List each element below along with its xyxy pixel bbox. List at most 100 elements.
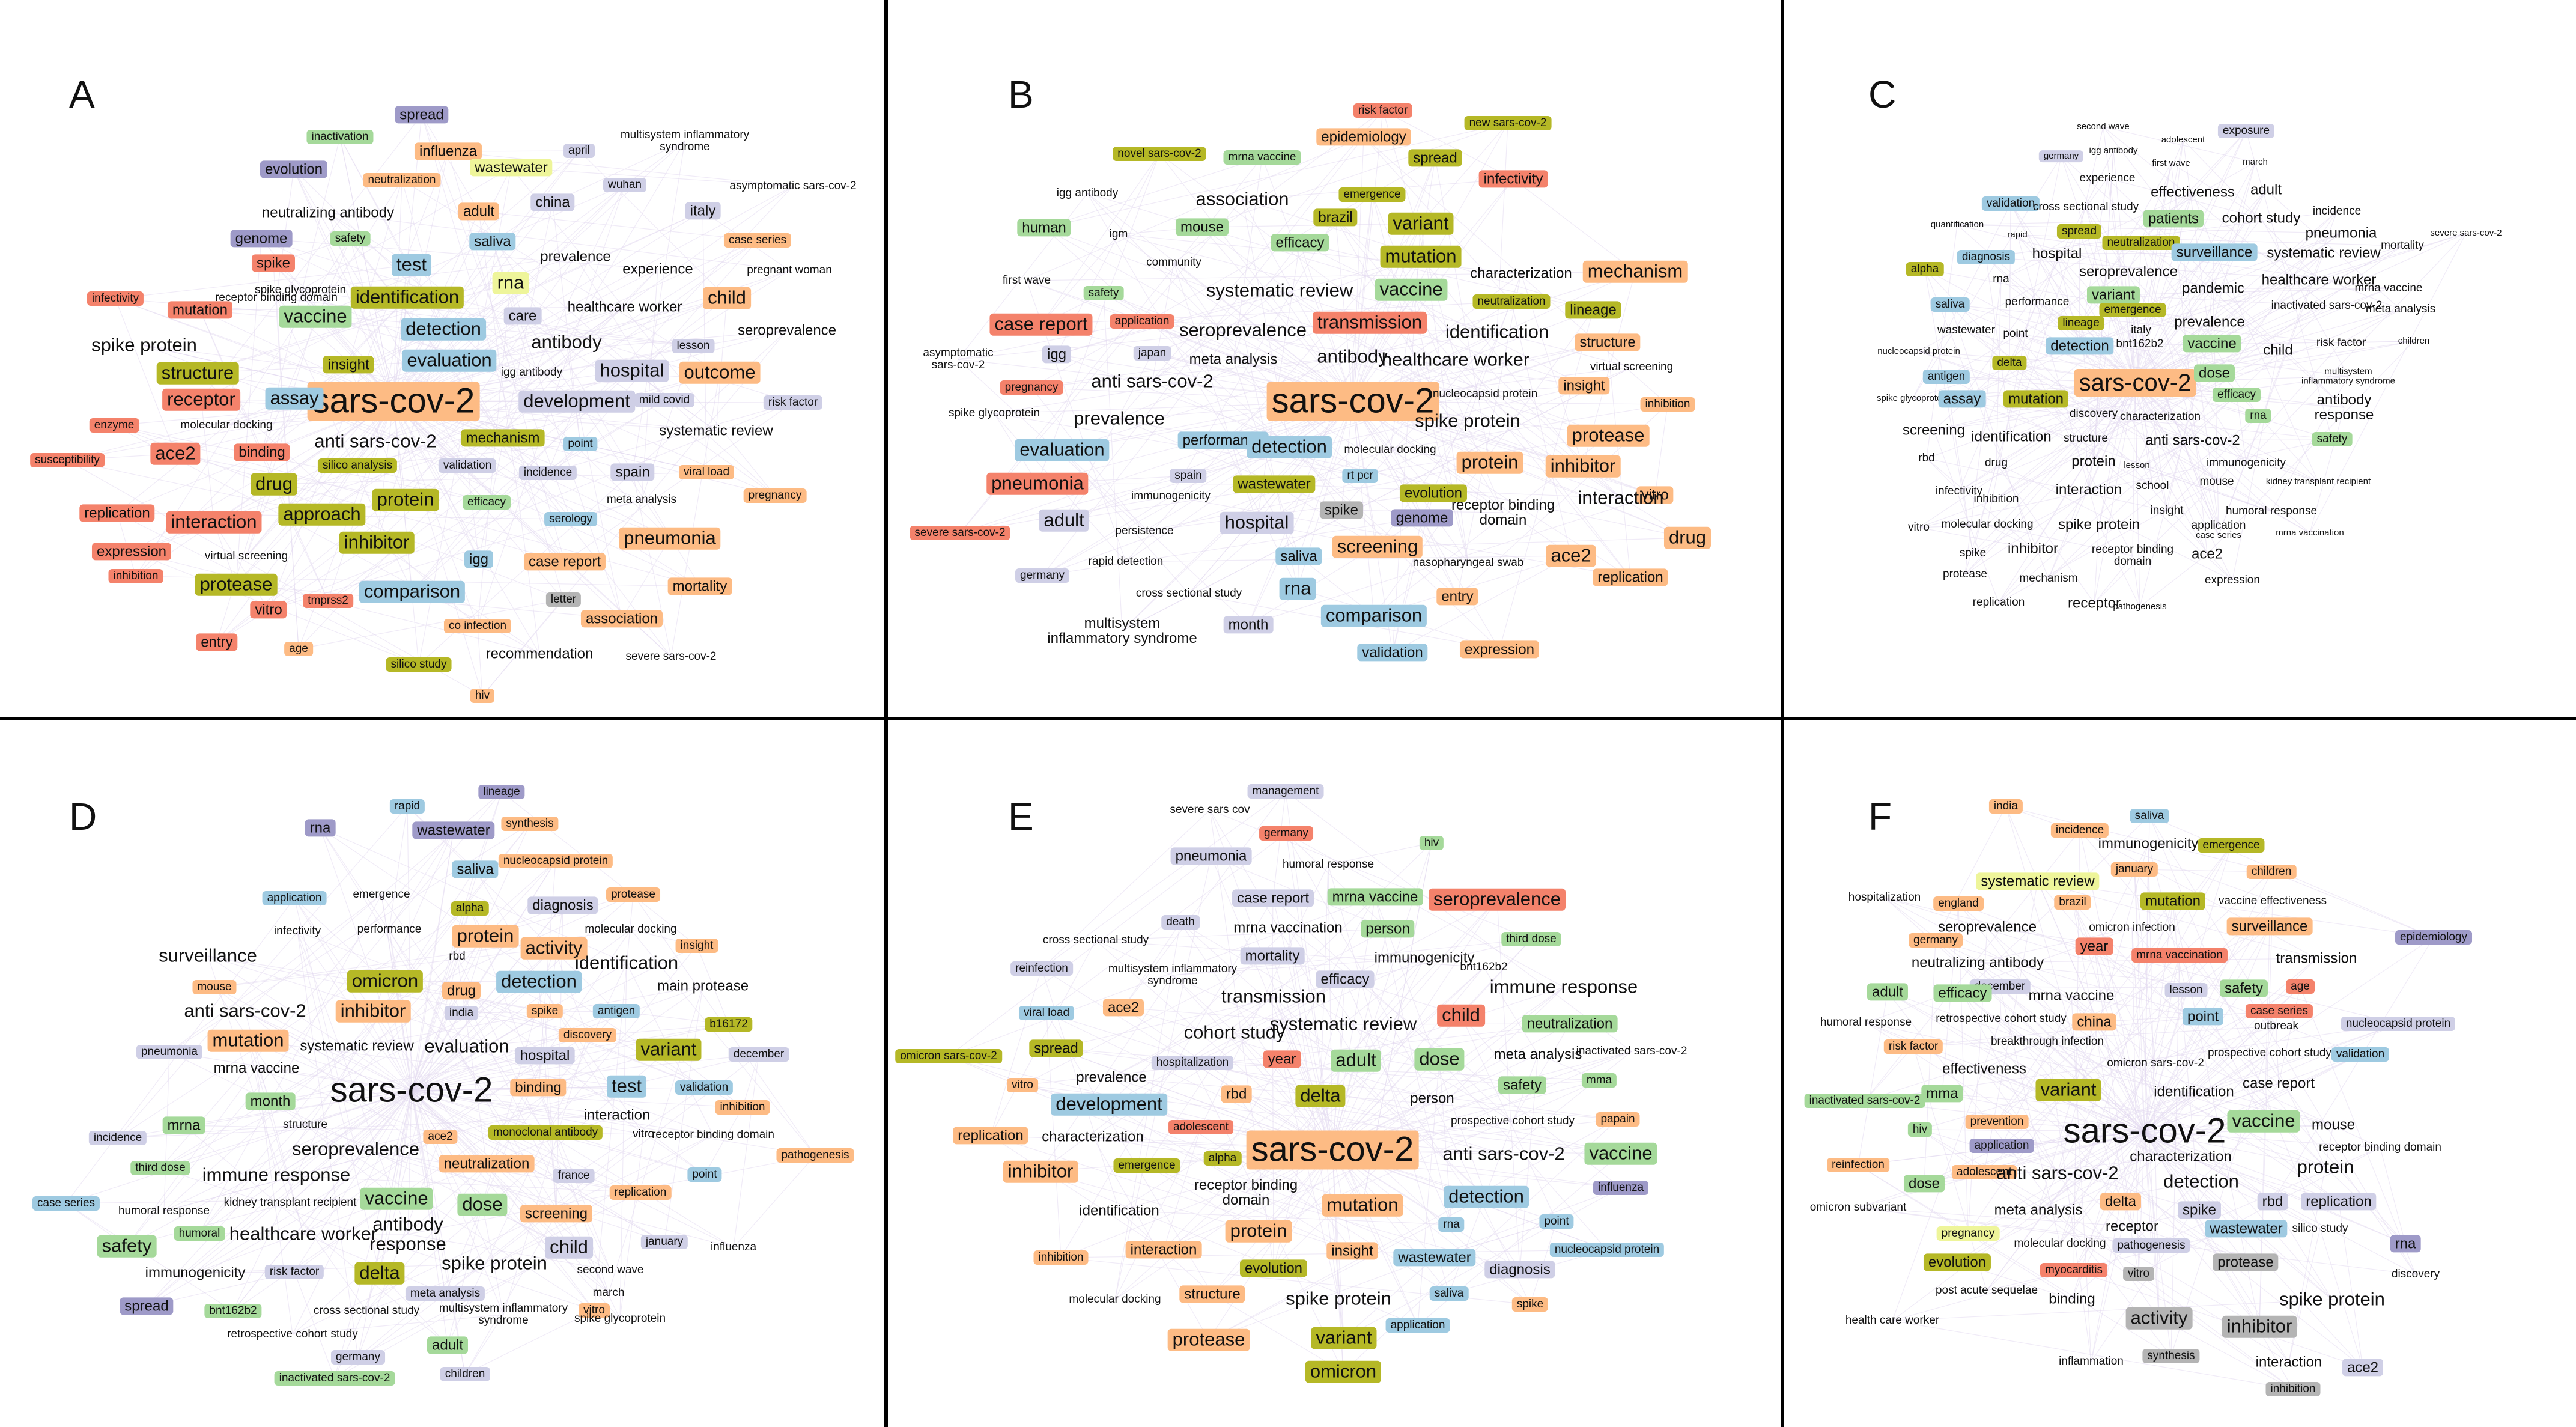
network-edge — [1439, 1059, 1608, 1250]
network-node: mouse — [2311, 1116, 2356, 1133]
network-node: mutation — [2003, 390, 2069, 408]
network-node: detection — [1247, 436, 1332, 458]
network-edge — [1887, 991, 2264, 1122]
network-edge — [1192, 957, 1425, 1063]
network-edge — [117, 806, 408, 1139]
panel-label-c: C — [1868, 73, 1897, 116]
network-edge — [411, 1090, 495, 1264]
network-edge — [355, 1054, 759, 1150]
network-edge — [1352, 401, 1375, 616]
network-node: case series — [723, 233, 792, 248]
network-node: point — [687, 1167, 722, 1182]
network-edge — [2134, 869, 2156, 1064]
network-edge — [2138, 1147, 2381, 1274]
network-node: inhibitor — [339, 531, 415, 554]
network-edge — [2131, 1131, 2145, 1227]
network-node: performance — [2005, 296, 2070, 309]
network-edge — [411, 1090, 448, 1346]
network-edge — [1949, 304, 2034, 549]
network-node: insight — [1558, 377, 1610, 395]
network-edge — [2144, 1131, 2406, 1244]
network-edge — [1858, 1207, 2133, 1227]
network-edge — [1942, 1093, 2145, 1132]
network-edge — [2061, 156, 2345, 408]
network-edge — [1123, 922, 1181, 1008]
panel-label-b: B — [1008, 73, 1034, 116]
network-node: children — [2398, 336, 2430, 347]
network-node: neutralization — [1522, 1015, 1618, 1033]
network-edge — [2048, 415, 2259, 579]
network-edge — [664, 985, 703, 1243]
network-node: variant — [1311, 1327, 1377, 1349]
network-node: inactivated sars-cov-2 — [1804, 1094, 1925, 1108]
network-node: rt pcr — [1342, 469, 1378, 483]
network-edge — [2246, 1228, 2333, 1300]
network-edge — [389, 806, 408, 930]
network-node: interaction — [583, 1107, 651, 1124]
network-node: replication — [2301, 1193, 2377, 1211]
network-edge — [1957, 224, 2214, 289]
network-node: germany — [1259, 826, 1313, 841]
network-edge — [1208, 1119, 1618, 1340]
network-node: structure — [2064, 432, 2108, 445]
network-edge — [1858, 1207, 2152, 1246]
network-edge — [2243, 926, 2270, 989]
network-edge — [511, 167, 776, 496]
network-node: development — [518, 390, 635, 413]
network-node: saliva — [452, 860, 499, 878]
network-edge — [246, 401, 394, 557]
network-node: adult — [1039, 509, 1089, 532]
network-edge — [1343, 1187, 1621, 1339]
network-edge — [1964, 382, 2136, 575]
network-node: sars-cov-2 — [2074, 369, 2196, 397]
network-edge — [2173, 218, 2401, 310]
network-edge — [214, 987, 412, 1091]
network-edge — [1043, 123, 1508, 228]
network-node: case report — [523, 553, 606, 571]
network-node: china — [2072, 1013, 2116, 1031]
network-edge — [2017, 234, 2140, 345]
network-node: prevalence — [540, 248, 611, 265]
network-node: inhibition — [108, 569, 163, 583]
network-node: epidemiology — [2395, 930, 2472, 945]
network-node: china — [530, 193, 575, 211]
network-node: saliva — [1429, 1286, 1469, 1301]
network-node: safety — [1083, 286, 1124, 300]
network-edge — [1125, 555, 1572, 562]
network-edge — [2134, 233, 2467, 383]
network-node: prevalence — [2174, 314, 2245, 330]
network-edge — [1163, 1127, 1201, 1250]
network-edge — [1236, 1094, 1504, 1155]
network-edge — [1258, 1080, 1600, 1232]
network-node: surveillance — [159, 945, 257, 966]
network-node: cross sectional study — [313, 1304, 420, 1318]
network-node: diagnosis — [1957, 250, 2016, 264]
network-node: multisystem inflammatory syndrome — [1047, 615, 1197, 647]
network-node: meta analysis — [606, 493, 677, 507]
network-edge — [1046, 1012, 1333, 1151]
network-node: application — [1110, 314, 1174, 329]
network-edge — [1095, 940, 1356, 1061]
network-node: adolescent — [2161, 135, 2205, 145]
network-node: inactivated sars-cov-2 — [274, 1371, 395, 1386]
network-edge — [2309, 233, 2467, 534]
network-node: spike glycoprotein — [1876, 393, 1949, 404]
network-node: characterization — [1470, 265, 1572, 282]
network-node: spain — [1170, 469, 1207, 483]
network-edge — [245, 1011, 412, 1091]
network-node: association — [580, 610, 663, 628]
network-edge — [492, 241, 532, 373]
network-edge — [2152, 211, 2338, 487]
network-node: hiv — [470, 689, 495, 703]
network-edge — [1957, 224, 2342, 234]
network-edge — [619, 1134, 644, 1319]
network-node: bnt162b2 — [204, 1304, 262, 1318]
network-node: receptor binding domain — [652, 1128, 774, 1142]
network-edge — [1056, 1048, 1618, 1120]
network-node: activity — [520, 937, 588, 960]
network-edge — [477, 282, 511, 627]
network-node: dose — [457, 1193, 508, 1216]
network-node: approach — [278, 503, 366, 526]
